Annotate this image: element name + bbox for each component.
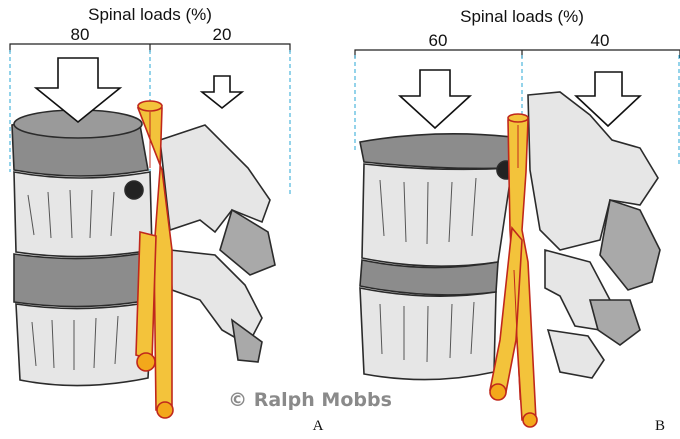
panel-a-load-arrows: [33, 57, 245, 124]
panel-a-nerve: [135, 100, 174, 419]
panel-b-title: Spinal loads (%): [460, 7, 584, 26]
panel-b-load-arrows: [397, 69, 643, 130]
panel-a-anterior-arrow: [33, 57, 123, 124]
panel-b-label: B: [655, 418, 665, 434]
panel-b-nerve: [489, 113, 538, 428]
panel-b-anterior-arrow: [397, 69, 473, 130]
panel-b-guide-lines: [354, 55, 680, 165]
panel-a-spine: [11, 109, 276, 387]
panel-a-load-bracket: [9, 43, 291, 52]
panel-a-label: A: [313, 418, 324, 434]
panel-a-posterior-load: 20: [213, 25, 232, 44]
panel-b-posterior-load: 40: [591, 31, 610, 50]
panel-b: Spinal loads (%) 60 40: [354, 7, 680, 434]
panel-a-posterior-arrow: [199, 75, 245, 110]
panel-a-title: Spinal loads (%): [88, 5, 212, 24]
watermark: © Ralph Mobbs: [228, 389, 392, 411]
panel-a: Spinal loads (%) 80 20: [9, 5, 324, 434]
panel-b-posterior-arrow: [573, 71, 643, 128]
panel-b-anterior-load: 60: [429, 31, 448, 50]
panel-b-spine: [359, 91, 661, 381]
panel-a-anterior-load: 80: [71, 25, 90, 44]
panel-b-load-bracket: [354, 49, 680, 58]
